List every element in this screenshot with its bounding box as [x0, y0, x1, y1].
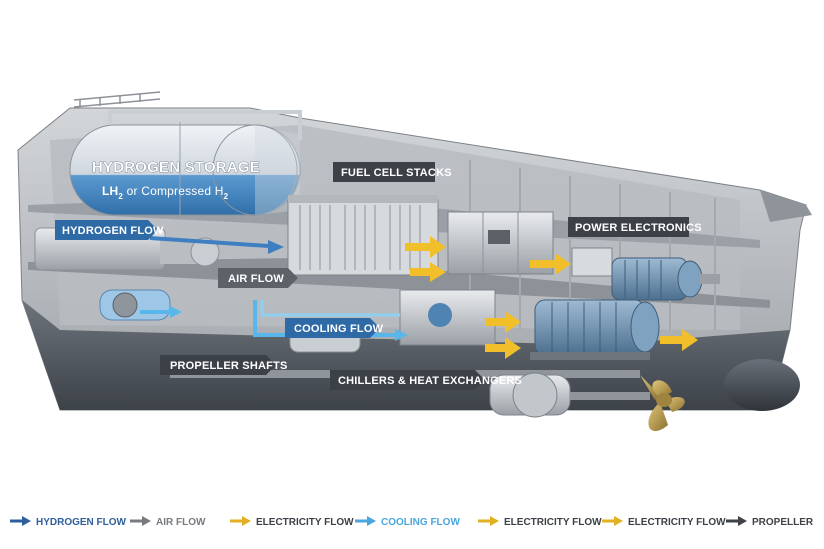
legend-label: HYDROGEN FLOW: [36, 517, 127, 528]
legend-item: ELECTRICITY FLOW: [602, 516, 726, 528]
hydrogen-storage-subtitle: LH2 or Compressed H2: [102, 184, 229, 201]
legend-label: COOLING FLOW: [381, 517, 460, 528]
legend-item: ELECTRICITY FLOW: [230, 516, 354, 528]
fuel-cell-stacks: [287, 195, 439, 276]
label-fuel-cell-stacks: FUEL CELL STACKS: [333, 162, 452, 182]
cooling-machinery: [99, 289, 496, 353]
label-air-flow: AIR FLOW: [218, 268, 298, 288]
label-hydrogen-storage: HYDROGEN STORAGE LH2 or Compressed H2: [92, 159, 260, 201]
legend-item: HYDROGEN FLOW: [10, 516, 127, 528]
lower-electric-motor: [530, 299, 660, 360]
label-power-electronics: POWER ELECTRONICS: [568, 217, 702, 237]
cooling-flow-label: COOLING FLOW: [294, 323, 384, 335]
label-chillers: CHILLERS & HEAT EXCHANGERS: [330, 370, 522, 390]
legend-label: ELECTRICITY FLOW: [256, 517, 354, 528]
legend-arrowhead-icon: [242, 516, 251, 526]
hydrogen-storage-title: HYDROGEN STORAGE: [92, 159, 260, 176]
legend-item: ELECTRICITY FLOW: [478, 516, 602, 528]
legend-arrowhead-icon: [22, 516, 31, 526]
legend-item: PROPELLER: [726, 516, 814, 528]
legend-arrowhead-icon: [367, 516, 376, 526]
legend-label: AIR FLOW: [156, 517, 206, 528]
legend-label: PROPELLER: [752, 517, 814, 528]
legend-arrowhead-icon: [490, 516, 499, 526]
hydrogen-flow-arrows: [149, 236, 284, 254]
fuel-cell-stacks-label: FUEL CELL STACKS: [341, 167, 452, 179]
upper-electric-motor: [611, 257, 720, 301]
label-propeller-shafts: PROPELLER SHAFTS: [160, 355, 288, 375]
chillers-heat-exchangers-label: CHILLERS & HEAT EXCHANGERS: [338, 375, 522, 387]
propeller-shafts-label: PROPELLER SHAFTS: [170, 360, 288, 372]
label-hydrogen-flow: HYDROGEN FLOW: [55, 220, 164, 240]
legend-label: ELECTRICITY FLOW: [504, 517, 602, 528]
legend-item: COOLING FLOW: [355, 516, 460, 528]
legend-item: AIR FLOW: [130, 516, 206, 528]
bulbous-bow: [724, 359, 800, 411]
deck-railing: [73, 91, 161, 108]
legend: HYDROGEN FLOW AIR FLOW ELECTRICITY FLOW COO…: [10, 516, 814, 528]
power-electronics-label: POWER ELECTRONICS: [575, 222, 702, 234]
propeller: [640, 375, 685, 432]
label-cooling-flow: COOLING FLOW: [285, 318, 384, 338]
electricity-flow-arrows: [405, 236, 698, 359]
legend-arrowhead-icon: [614, 516, 623, 526]
hydrogen-storage-tanks: [69, 110, 302, 218]
air-flow-label: AIR FLOW: [228, 273, 284, 285]
legend-arrowhead-icon: [738, 516, 747, 526]
legend-arrowhead-icon: [142, 516, 151, 526]
hydrogen-flow-label: HYDROGEN FLOW: [62, 225, 164, 237]
legend-label: ELECTRICITY FLOW: [628, 517, 726, 528]
